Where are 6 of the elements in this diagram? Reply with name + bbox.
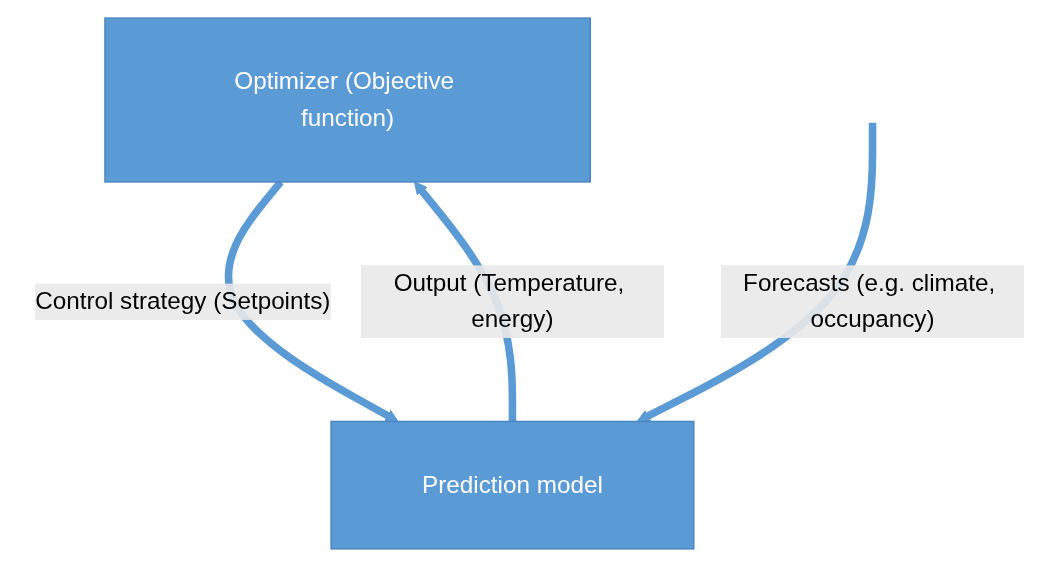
edge-label: Control strategy (Setpoints) xyxy=(34,288,331,314)
flow-diagram: Control strategy (Setpoints) Output (Temperature, energy) Forecasts (e.g. climate, occupancy) Optimizer (Objective function) Prediction model xyxy=(22,6,1037,561)
node-box xyxy=(104,17,591,183)
node-box xyxy=(330,420,695,550)
edge-label: Output (Temperature, energy) xyxy=(393,269,625,333)
edge-label: Forecasts (e.g. climate, occupancy) xyxy=(742,269,996,333)
